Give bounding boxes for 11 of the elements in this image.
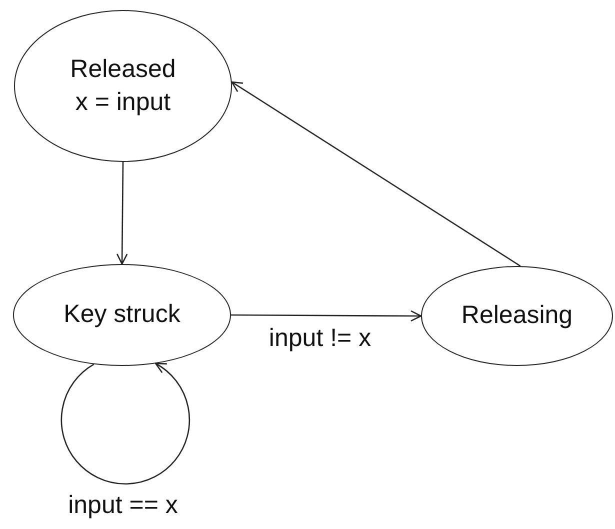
state-label: x = input bbox=[75, 87, 171, 118]
state-label: Released bbox=[70, 54, 176, 85]
state-ellipse bbox=[13, 264, 231, 366]
state-label: Key struck bbox=[64, 299, 180, 330]
self-loop-arrow bbox=[60, 362, 190, 484]
state-ellipse bbox=[421, 266, 613, 366]
state-label: Releasing bbox=[461, 300, 573, 332]
arrow bbox=[116, 162, 128, 265]
arrow bbox=[231, 81, 521, 267]
arrow bbox=[231, 310, 422, 322]
state-ellipse bbox=[14, 10, 232, 162]
